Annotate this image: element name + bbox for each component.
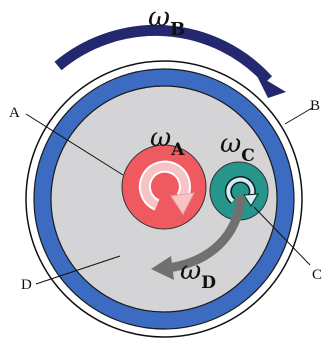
rotation-arrowhead-d [151, 256, 174, 280]
callout-d: D [21, 277, 32, 293]
omega-b-label: ωB [148, 2, 185, 40]
leader-b [284, 107, 313, 125]
gear-c-rotation-icon [224, 176, 259, 207]
callout-b: B [310, 98, 320, 114]
omega-a-label: ωA [150, 123, 185, 160]
rotation-arrowhead-b [256, 74, 286, 98]
callout-a: A [9, 105, 20, 121]
leader-a [25, 113, 124, 176]
rotation-arrow-b [54, 25, 273, 84]
callout-c: C [312, 267, 322, 283]
gear-a [121, 144, 207, 230]
omega-c-label: ωC [220, 129, 255, 166]
leader-c [253, 206, 311, 266]
gear-a-rotation-icon [138, 160, 195, 215]
omega-d-label: ωD [180, 256, 216, 293]
rotation-arrow-d [167, 195, 246, 273]
leader-d [35, 255, 121, 285]
